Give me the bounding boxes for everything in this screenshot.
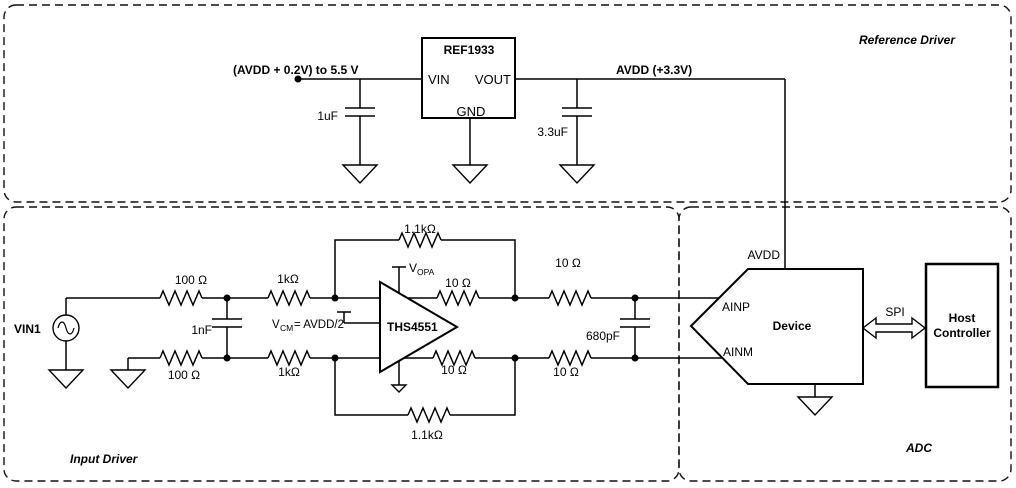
junction-dot [331, 294, 339, 302]
capacitor-1nF-symbol [212, 298, 242, 358]
adc-device: Device AINP AINM AVDD [689, 248, 864, 417]
resistor-1p1k-top-label: 1.1kΩ [404, 222, 436, 236]
host-controller-label-line1: Host [949, 311, 976, 325]
capacitor-1uF: 1uF [317, 79, 379, 185]
capacitor-680pF-label: 680pF [586, 329, 620, 343]
resistor-10ohm-bottom2-label: 10 Ω [553, 365, 579, 379]
input-voltage-label: (AVDD + 0.2V) to 5.5 V [233, 63, 358, 77]
wire-feedback-top [334, 239, 516, 298]
spi-double-arrow-icon [861, 316, 927, 340]
reference-driver-boundary [3, 4, 1012, 203]
input-driver-boundary [3, 206, 680, 482]
source-vin1-label: VIN1 [14, 322, 41, 336]
amplifier-ths4551: THS4551 V CM = AVDD/2 V OPA [272, 261, 459, 393]
ground-icon [558, 164, 596, 185]
wire-vopa [392, 266, 406, 293]
section-label-adc: ADC [905, 441, 932, 455]
ic-ref1933: REF1933 VIN VOUT GND [421, 37, 516, 185]
adc-circuit: Device AINP AINM AVDD SPI Host Controlle… [689, 248, 1000, 417]
vcm-label-sub: CM [280, 323, 293, 333]
ground-icon [109, 369, 147, 390]
resistor-10ohm-top1 [436, 289, 480, 307]
resistor-10ohm-bottom1-label: 10 Ω [441, 363, 467, 377]
resistor-10ohm-top1-label: 10 Ω [445, 276, 471, 290]
source-vin1: VIN1 [14, 298, 85, 390]
spi-bus: SPI [861, 305, 927, 340]
adc-device-label: Device [773, 319, 812, 333]
ground-icon [796, 396, 834, 417]
pin-gnd-label: GND [457, 104, 486, 119]
opamp-triangle-icon [379, 280, 459, 374]
resistor-10ohm-top2 [548, 289, 592, 307]
capacitor-680pF-symbol [620, 298, 650, 358]
resistor-10ohm-bottom2 [548, 349, 592, 367]
resistor-1p1k-bottom [407, 406, 451, 424]
spi-bus-label: SPI [885, 305, 904, 319]
adc-device-body [689, 268, 864, 385]
junction-dot [223, 354, 231, 362]
sine-wave-icon [57, 321, 75, 335]
vopa-label-sub: OPA [417, 267, 435, 277]
junction-dot [631, 354, 639, 362]
resistor-100ohm-top-label: 100 Ω [175, 273, 207, 287]
resistor-1k-bottom [267, 349, 311, 367]
resistor-1k-bottom-label: 1kΩ [278, 365, 300, 379]
vopa-label-v: V [409, 261, 417, 275]
host-controller: Host Controller [924, 262, 1000, 389]
ground-icon [390, 384, 408, 393]
pin-ainp-label: AINP [722, 300, 750, 314]
wire-feedback-bottom [334, 358, 516, 416]
pin-avdd-label: AVDD [748, 248, 781, 262]
input-driver-circuit: VIN1 100 Ω 100 Ω 1nF 1kΩ 1kΩ [14, 222, 722, 442]
feedback-top: 1.1kΩ [334, 222, 516, 298]
resistor-1p1k-top [398, 231, 442, 249]
feedback-bottom: 1.1kΩ [334, 358, 516, 442]
ground-icon [341, 164, 379, 185]
capacitor-1nF-label: 1nF [191, 323, 212, 337]
resistor-1k-top [267, 289, 311, 307]
pin-ainm-label: AINM [723, 345, 753, 359]
capacitor-1uF-label: 1uF [317, 109, 338, 123]
resistor-1p1k-bottom-label: 1.1kΩ [411, 428, 443, 442]
junction-dot [631, 294, 639, 302]
host-controller-label-line2: Controller [933, 326, 991, 340]
vcm-label-eq: = AVDD/2 [294, 319, 344, 331]
junction-dot [511, 354, 519, 362]
capacitor-1uF-symbol [345, 79, 375, 165]
adc-boundary [678, 206, 1012, 482]
ic-ref1933-name: REF1933 [444, 43, 495, 57]
ic-ref1933-body [421, 37, 516, 119]
resistor-100ohm-top [159, 289, 203, 307]
avdd-rail-label: AVDD (+3.3V) [616, 63, 692, 77]
host-controller-body [924, 262, 1000, 389]
bottom-rail-ground [109, 358, 147, 390]
resistor-10ohm-top2-label: 10 Ω [555, 256, 581, 270]
resistor-10ohm-bottom1 [432, 349, 476, 367]
capacitor-1nF: 1nF [191, 298, 242, 358]
capacitor-3p3uF-label: 3.3uF [537, 125, 568, 139]
pin-vout-label: VOUT [475, 72, 511, 87]
wire-vcm [337, 311, 380, 324]
section-label-input-driver: Input Driver [70, 452, 139, 466]
capacitor-680pF: 680pF [586, 298, 650, 358]
section-label-reference-driver: Reference Driver [859, 33, 956, 47]
amplifier-name: THS4551 [387, 320, 438, 334]
ground-icon [47, 369, 85, 390]
junction-dot [511, 294, 519, 302]
resistor-1k-top-label: 1kΩ [277, 272, 299, 286]
capacitor-3p3uF-symbol [562, 79, 592, 165]
reference-driver-circuit: (AVDD + 0.2V) to 5.5 V AVDD (+3.3V) 1uF … [233, 37, 786, 269]
ground-icon [451, 164, 489, 185]
pin-vin-label: VIN [428, 72, 450, 87]
resistor-100ohm-bottom-label: 100 Ω [168, 368, 200, 382]
vcm-label-v: V [272, 319, 280, 331]
junction-dot [223, 294, 231, 302]
junction-dot [331, 354, 339, 362]
input-terminal-dot [294, 75, 302, 83]
resistor-100ohm-bottom [159, 349, 203, 367]
capacitor-3p3uF: 3.3uF [537, 79, 596, 185]
